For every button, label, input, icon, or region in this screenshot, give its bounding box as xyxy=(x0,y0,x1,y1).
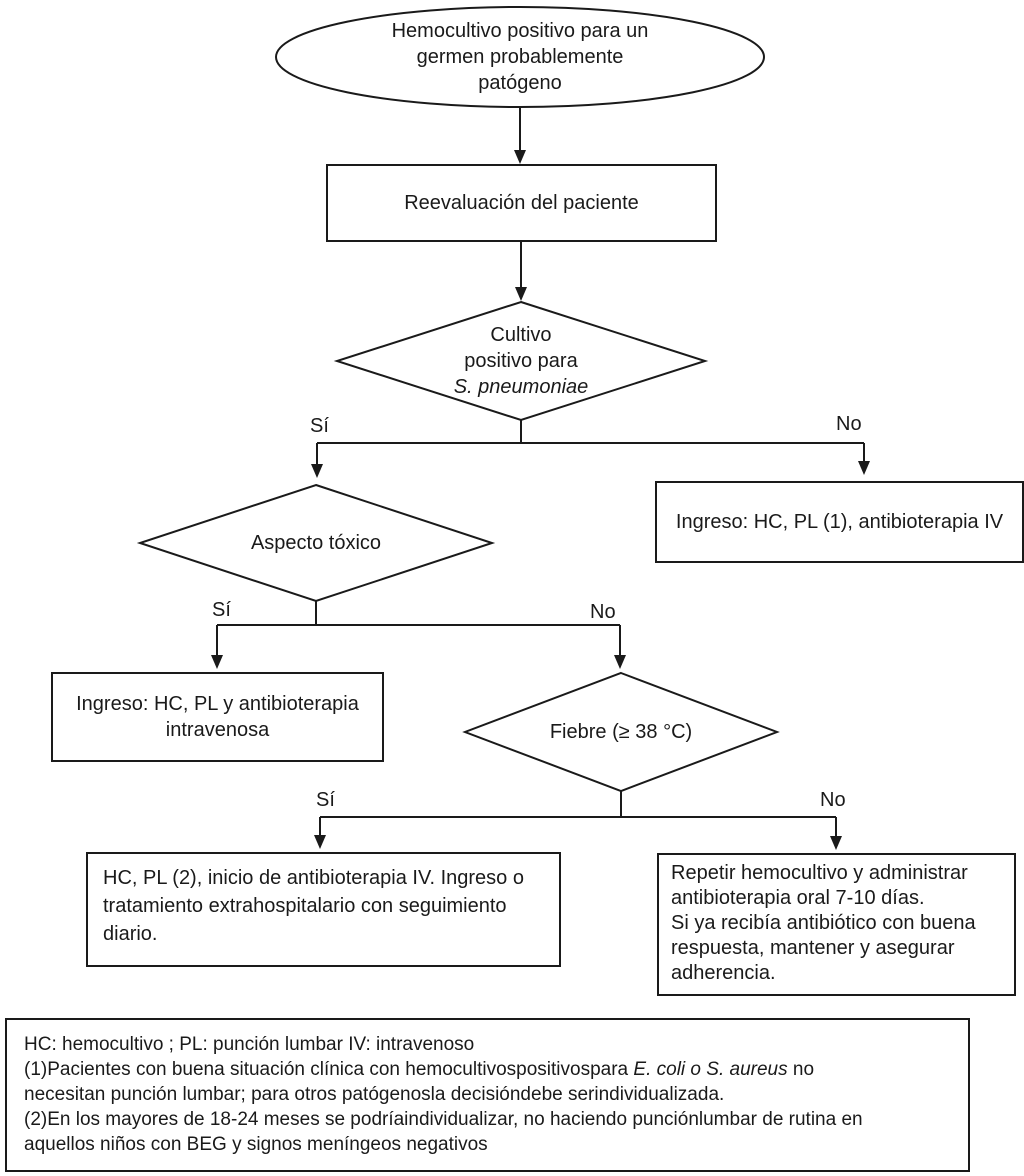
footnote-line-2: (1)Pacientes con buena situación clínica… xyxy=(24,1057,969,1082)
decision-diamond-aspecto xyxy=(136,483,496,603)
repetir-box xyxy=(657,853,1016,996)
footnote-line-2-pre: (1)Pacientes con buena situación clínica… xyxy=(24,1059,634,1080)
footnote-line-1: HC: hemocultivo ; PL: punción lumbar IV:… xyxy=(24,1034,475,1055)
footnote-line-2-post: no xyxy=(787,1059,815,1080)
ingreso-pl1-text: Ingreso: HC, PL (1), antibioterapia IV xyxy=(675,511,1004,533)
ingreso-iv-text: Ingreso: HC, PL y antibioterapia intrave… xyxy=(76,693,359,741)
edge-label-yes-3: Sí xyxy=(316,789,335,811)
hc-pl2-box xyxy=(86,852,561,967)
start-ellipse xyxy=(275,6,765,108)
ingreso-pl1-box xyxy=(655,481,1024,563)
edge-label-yes-2: Sí xyxy=(212,599,231,621)
decision-pneumoniae-line1: Cultivo xyxy=(490,324,552,346)
connector-decision2-branch xyxy=(217,601,620,626)
edge-label-no-1: No xyxy=(836,413,862,435)
reevaluation-node-text: Reevaluación del paciente xyxy=(404,192,639,214)
footnote-text: HC: hemocultivo ; PL: punción lumbar IV:… xyxy=(6,1019,969,1171)
footnote-line-5: aquellos niños con BEG y signos meníngeo… xyxy=(24,1134,488,1155)
footnote-box xyxy=(5,1018,970,1172)
start-node-text: Hemocultivo positivo para un germen prob… xyxy=(391,20,649,94)
footnote-line-4: (2)En los mayores de 18-24 meses se podr… xyxy=(24,1109,863,1130)
decision-pneumoniae-text: Cultivo positivo para S. pneumoniae xyxy=(371,321,671,401)
edge-label-yes-1: Sí xyxy=(310,415,329,437)
footnote-line-2-italic: E. coli o S. aureus xyxy=(633,1059,788,1080)
edge-label-no-2: No xyxy=(590,601,616,623)
decision-pneumoniae-line3: S. pneumoniae xyxy=(453,376,589,398)
footnote-line-3: necesitan punción lumbar; para otros pat… xyxy=(24,1084,725,1105)
decision-diamond-pneumoniae xyxy=(333,300,709,422)
decision-aspecto-text: Aspecto tóxico xyxy=(250,532,382,554)
connector-decision3-branch xyxy=(320,791,836,818)
decision-fiebre-text: Fiebre (≥ 38 °C) xyxy=(549,721,693,743)
reevaluation-box xyxy=(326,164,717,242)
decision-diamond-fiebre xyxy=(462,671,780,793)
hc-pl2-text: HC, PL (2), inicio de antibioterapia IV.… xyxy=(103,867,524,945)
decision-pneumoniae-line2: positivo para xyxy=(464,350,578,372)
ingreso-iv-box xyxy=(51,672,384,762)
edge-label-no-3: No xyxy=(820,789,846,811)
connector-decision1-branch xyxy=(317,420,864,444)
repetir-text: Repetir hemocultivo y administrar antibi… xyxy=(671,862,976,984)
